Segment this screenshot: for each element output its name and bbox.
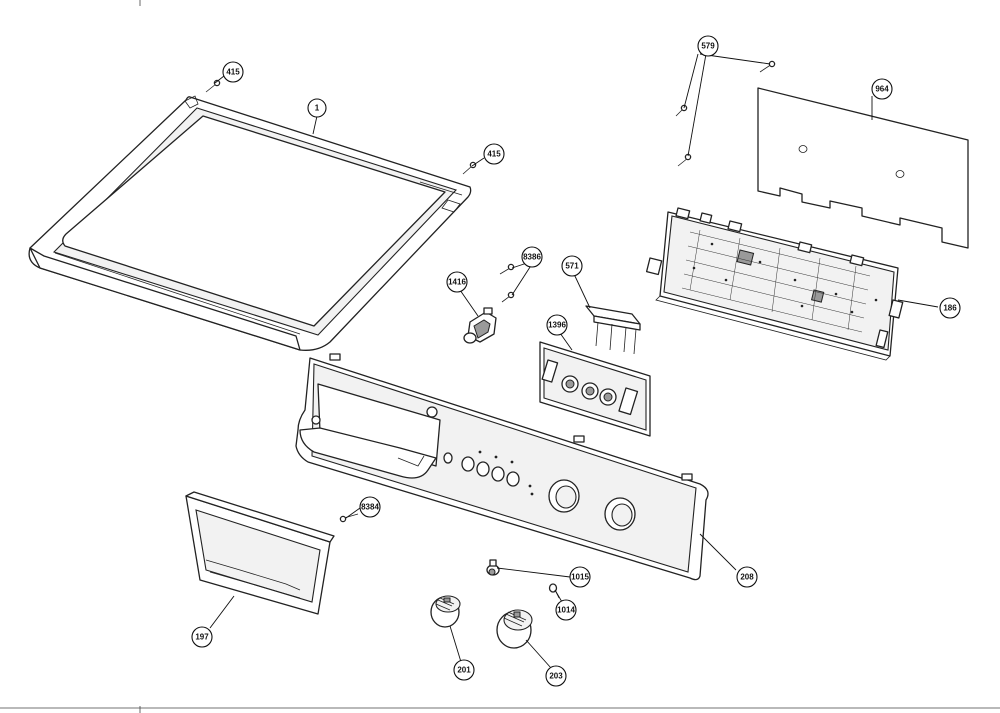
callout-415-side: 415 bbox=[483, 143, 505, 165]
part-control-pcb bbox=[645, 207, 904, 361]
part-spring-clip bbox=[486, 559, 500, 576]
part-knob-holder bbox=[539, 341, 651, 437]
callout-1416: 1416 bbox=[446, 271, 468, 293]
svg-text:415: 415 bbox=[226, 68, 240, 77]
callout-8386: 8386 bbox=[521, 246, 543, 268]
part-door-lock-switch bbox=[463, 307, 497, 344]
callout-186: 186 bbox=[939, 297, 961, 319]
svg-text:197: 197 bbox=[195, 633, 209, 642]
callout-571: 571 bbox=[561, 255, 583, 277]
svg-text:571: 571 bbox=[565, 262, 579, 271]
screw-8384 bbox=[339, 513, 359, 523]
screw-579-b bbox=[675, 104, 688, 117]
svg-text:415: 415 bbox=[487, 150, 501, 159]
svg-text:186: 186 bbox=[943, 304, 957, 313]
svg-text:1396: 1396 bbox=[548, 321, 566, 330]
screw-579-c bbox=[677, 153, 692, 167]
part-knob-small bbox=[430, 595, 461, 628]
part-top-lid bbox=[28, 95, 472, 351]
callout-964: 964 bbox=[871, 78, 893, 100]
part-drawer-front bbox=[185, 491, 335, 615]
svg-text:8386: 8386 bbox=[523, 253, 541, 262]
callout-1396: 1396 bbox=[546, 314, 568, 336]
callout-197: 197 bbox=[191, 626, 213, 648]
part-pin bbox=[548, 583, 560, 599]
svg-text:1014: 1014 bbox=[557, 606, 575, 615]
callout-1014: 1014 bbox=[555, 599, 577, 621]
svg-text:1015: 1015 bbox=[571, 573, 589, 582]
screw-8386-a bbox=[499, 263, 515, 275]
part-knob-large bbox=[496, 609, 533, 649]
callout-1015: 1015 bbox=[569, 566, 591, 588]
svg-text:1416: 1416 bbox=[448, 278, 466, 287]
svg-text:201: 201 bbox=[457, 666, 471, 675]
callout-8384: 8384 bbox=[359, 496, 381, 518]
screw-415-side bbox=[462, 161, 477, 175]
part-cover-sheet bbox=[757, 87, 969, 249]
svg-text:203: 203 bbox=[549, 672, 563, 681]
svg-text:1: 1 bbox=[315, 104, 320, 113]
callout-579: 579 bbox=[697, 35, 719, 57]
part-light-pipe bbox=[585, 305, 641, 355]
screw-8386-b bbox=[501, 291, 515, 303]
svg-text:964: 964 bbox=[875, 85, 889, 94]
svg-text:208: 208 bbox=[740, 573, 754, 582]
callout-1: 1 bbox=[307, 98, 327, 118]
callout-208: 208 bbox=[736, 566, 758, 588]
callout-201: 201 bbox=[453, 659, 475, 681]
callout-203: 203 bbox=[545, 665, 567, 687]
screw-415-top bbox=[205, 79, 221, 93]
svg-text:8384: 8384 bbox=[361, 503, 379, 512]
part-control-panel bbox=[295, 353, 709, 581]
svg-text:579: 579 bbox=[701, 42, 715, 51]
callout-415-top: 415 bbox=[222, 61, 244, 83]
